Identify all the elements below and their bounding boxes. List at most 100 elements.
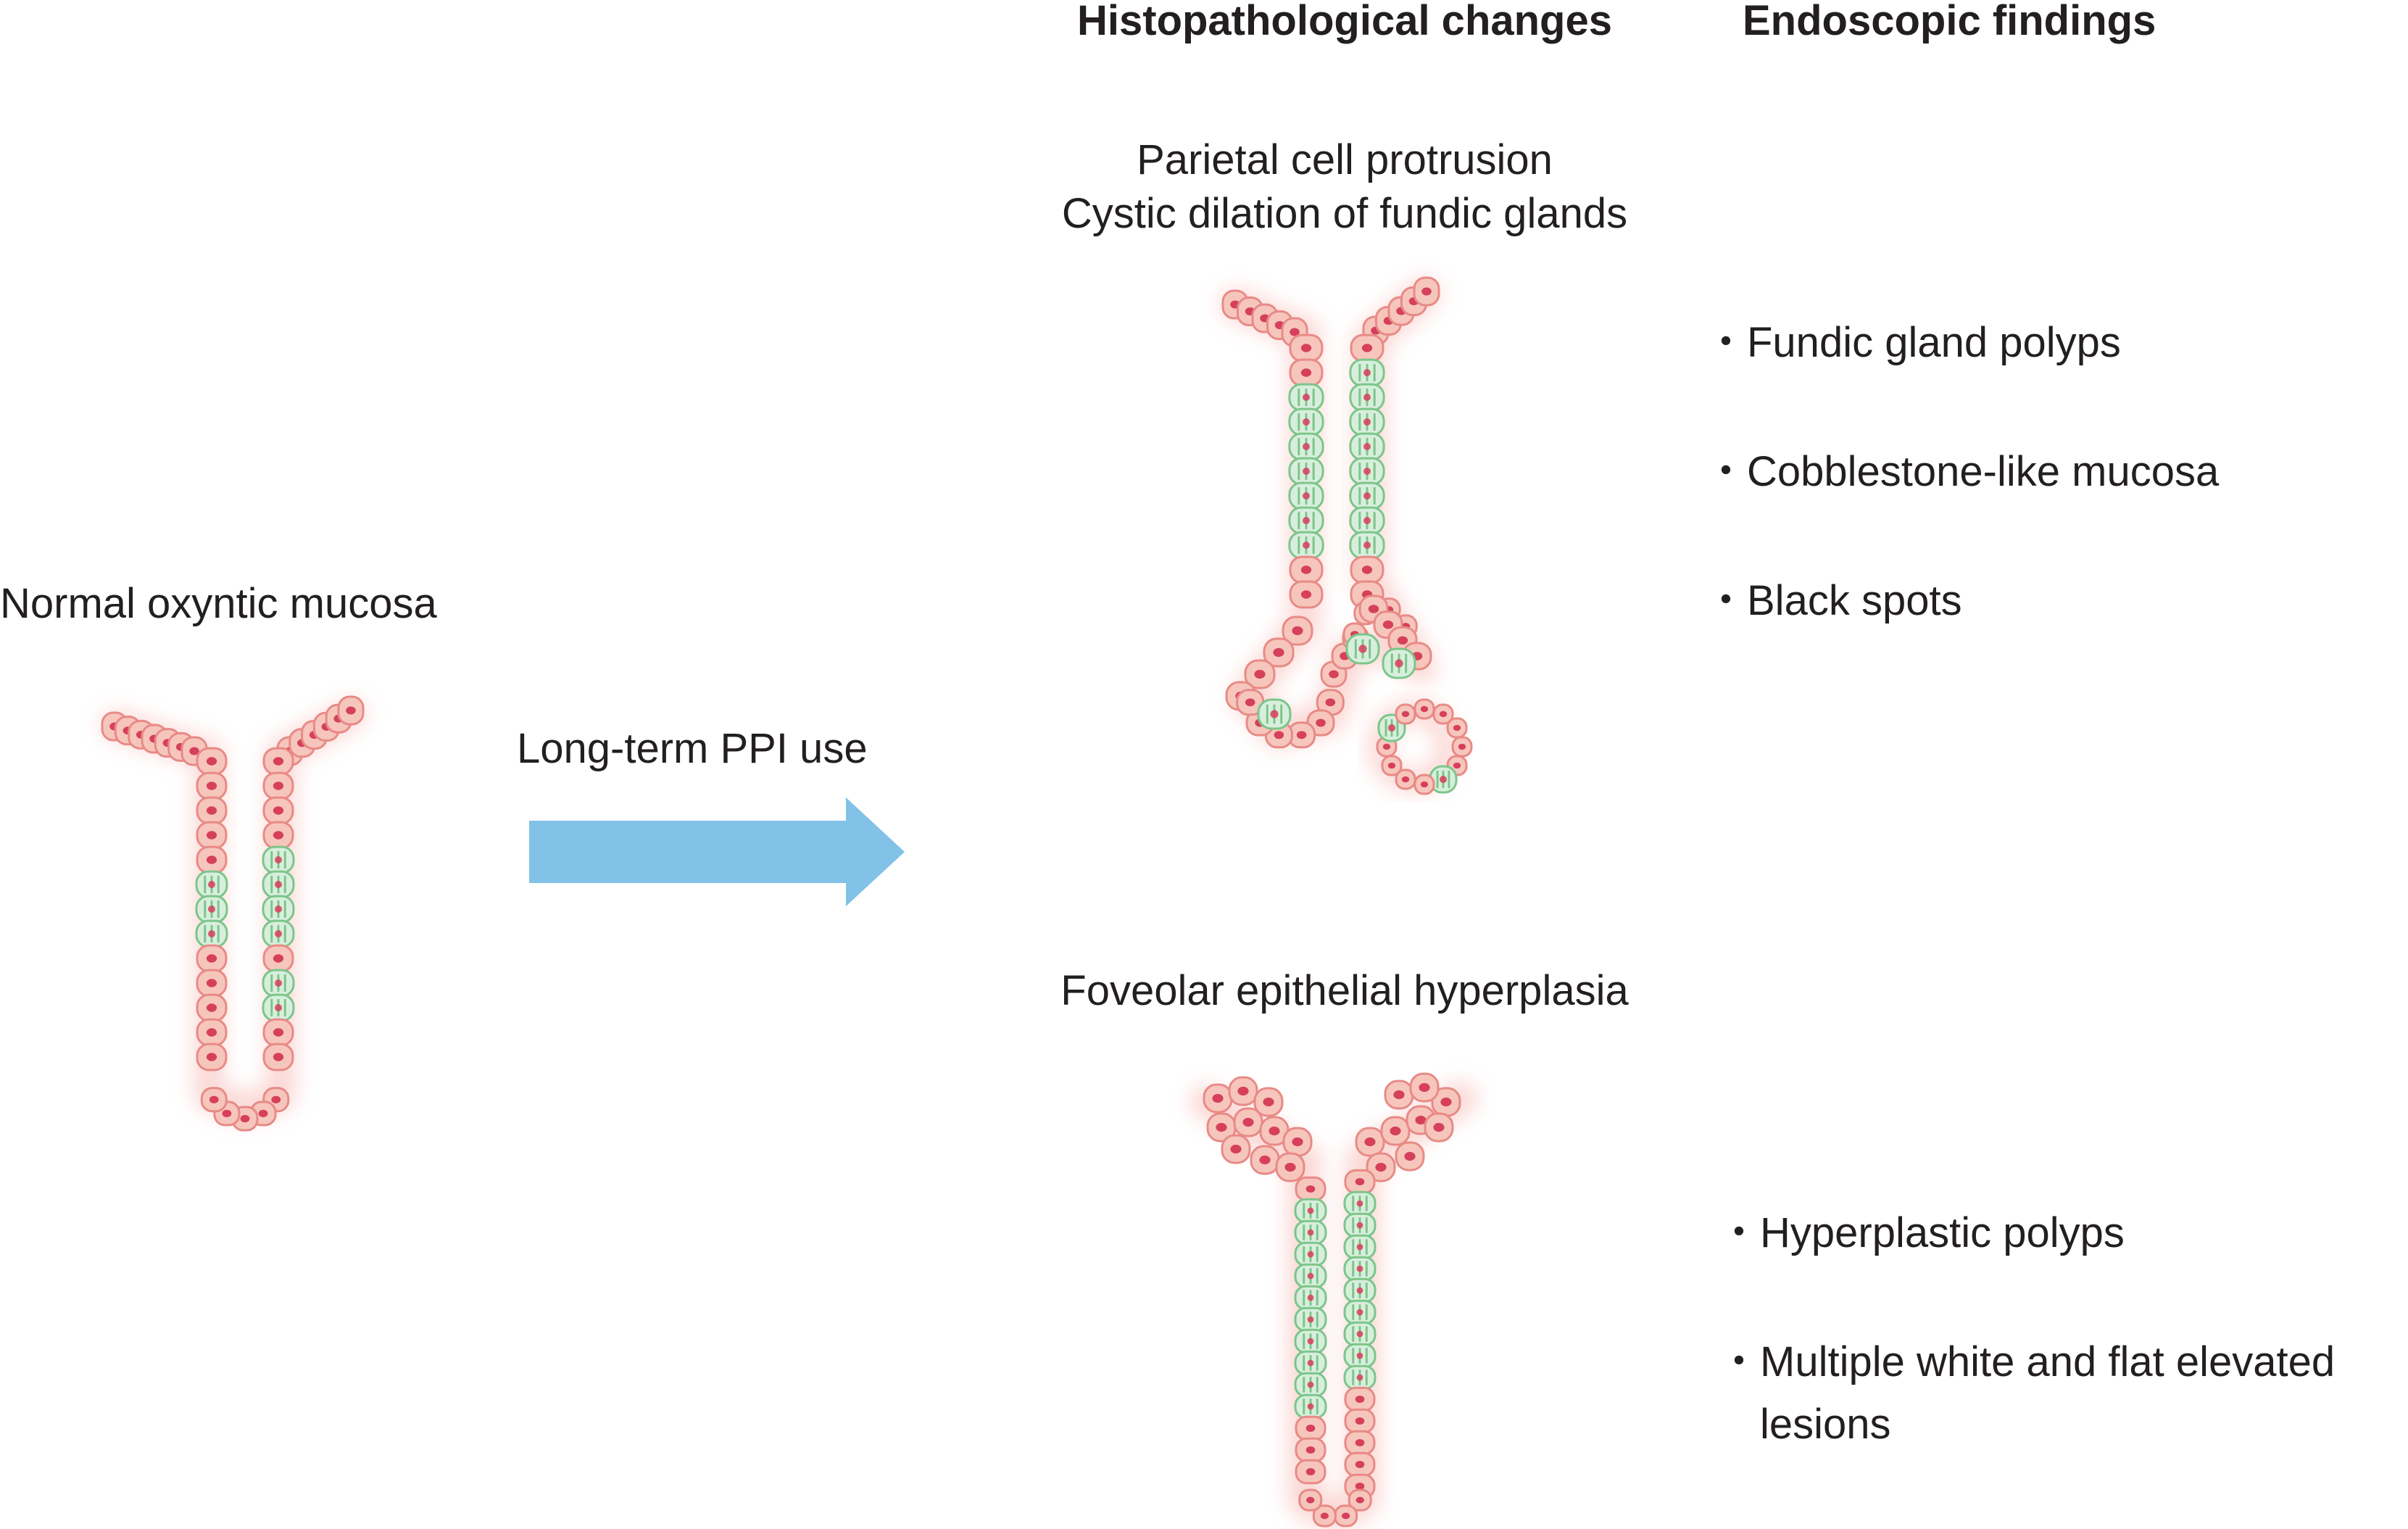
normal-oxyntic-gland [101,695,366,1132]
epithelial-cell [1395,1141,1425,1172]
epithelial-cell [1395,703,1416,725]
epithelial-cell [196,821,228,850]
parietal-cell [1294,1241,1327,1267]
epithelial-cell [196,944,228,973]
parietal-cell [262,895,295,924]
parietal-cell [262,993,295,1022]
finding-hyperplastic-polyps: ・Hyperplastic polyps [1718,1209,2125,1256]
parietal-cell [1294,1198,1327,1224]
epithelial-cell [1413,276,1440,307]
epithelial-cell [262,796,294,825]
epithelial-cell [1275,1152,1305,1182]
epithelial-cell [262,1043,294,1072]
parietal-cell [1294,1372,1327,1398]
epithelial-cell [1366,1152,1396,1182]
parietal-cell [1294,1350,1327,1376]
epithelial-cell [1263,637,1295,668]
epithelial-cell [1344,1408,1376,1434]
parietal-cell [1349,432,1385,461]
ppi-use-label: Long-term PPI use [517,725,868,772]
epithelial-cell [1203,1083,1233,1114]
epithelial-cell [196,747,228,776]
epithelial-cell [1289,333,1324,362]
epithelial-cell [1381,755,1403,776]
epithelial-cell [1295,1176,1327,1202]
epithelial-cell [1282,1127,1313,1157]
epithelial-cell [262,747,294,776]
foveolar-hyperplasia-gland [1190,1072,1477,1528]
epithelial-cell [196,1018,228,1047]
epithelial-cell [1289,580,1324,609]
epithelial-cell [1334,1504,1358,1528]
parietal-cell [1294,1393,1327,1420]
foveolar-hyperplasia-label: Foveolar epithelial hyperplasia [1060,967,1629,1014]
finding-black-spots: ・Black spots [1705,577,1962,624]
epithelial-cell [1446,717,1468,739]
epithelial-cell [337,695,365,726]
parietal-cell [1288,383,1324,412]
parietal-cell [1294,1306,1327,1333]
parietal-cell [195,895,228,924]
epithelial-cell [1384,1080,1414,1110]
parietal-cell [1288,506,1324,535]
epithelial-cell [262,1018,294,1047]
parietal-cell [1343,1212,1377,1238]
parietal-cell [1294,1263,1327,1289]
epithelial-cell [1409,1072,1440,1103]
parietal-cell [1349,358,1385,387]
epithelial-cell [196,969,228,998]
epithelial-cell [1298,1488,1323,1512]
epithelial-cell [1259,1116,1290,1146]
parietal-cell [1288,531,1324,560]
epithelial-cell [1289,555,1324,584]
epithelial-cell [262,771,294,800]
epithelial-cell [1282,616,1313,646]
epithelial-cell [1424,1112,1454,1143]
epithelial-cell [1233,1107,1263,1138]
parietal-cell [1382,647,1416,679]
epithelial-cell [196,1043,228,1072]
parietal-cell [1349,481,1385,510]
epithelial-cell [1380,1116,1411,1146]
parietal-cell [1343,1277,1377,1304]
parietal-cell [1343,1321,1377,1347]
fundic-gland-dilated [1220,276,1440,749]
normal-mucosa-label: Normal oxyntic mucosa [0,580,437,627]
epithelial-cell [1221,1134,1251,1164]
finding-white-flat-lesions: ・Multiple white and flat elevated [1718,1338,2336,1385]
epithelial-cell [196,796,228,825]
parietal-cell [1349,457,1385,486]
epithelial-cell [196,993,228,1022]
epithelial-cell [1295,1437,1327,1463]
cystic-fundic-gland [1368,698,1473,795]
epithelial-cell [1395,768,1416,790]
parietal-cell [1288,481,1324,510]
parietal-cell [1343,1234,1377,1260]
epithelial-cell [1344,1169,1376,1195]
parietal-cell [1349,407,1385,436]
epithelial-cell [1295,1459,1327,1485]
epithelial-cell [1244,659,1276,689]
parietal-cell [262,969,295,998]
parietal-cell [1343,1343,1377,1369]
epithelial-cell [1289,358,1324,387]
epithelial-cell [1228,1076,1258,1106]
parietal-cell [195,919,228,948]
epithelial-cell [1350,333,1384,362]
epithelial-cell [1344,1451,1376,1478]
parietal-cell [1349,383,1385,412]
epithelial-cell [1348,1488,1372,1512]
epithelial-cell [1432,703,1454,725]
parietal-cell [1343,1364,1377,1391]
parietal-cell [262,919,295,948]
header-histopathological-changes: Histopathological changes [1077,0,1612,44]
parietal-cell [1343,1190,1377,1217]
epithelial-cell [1355,1127,1385,1157]
parietal-cell [1294,1219,1327,1246]
parietal-cell [262,870,295,899]
parietal-cell [1294,1328,1327,1354]
parietal-cell [1257,698,1292,730]
parietal-cell [1294,1285,1327,1311]
